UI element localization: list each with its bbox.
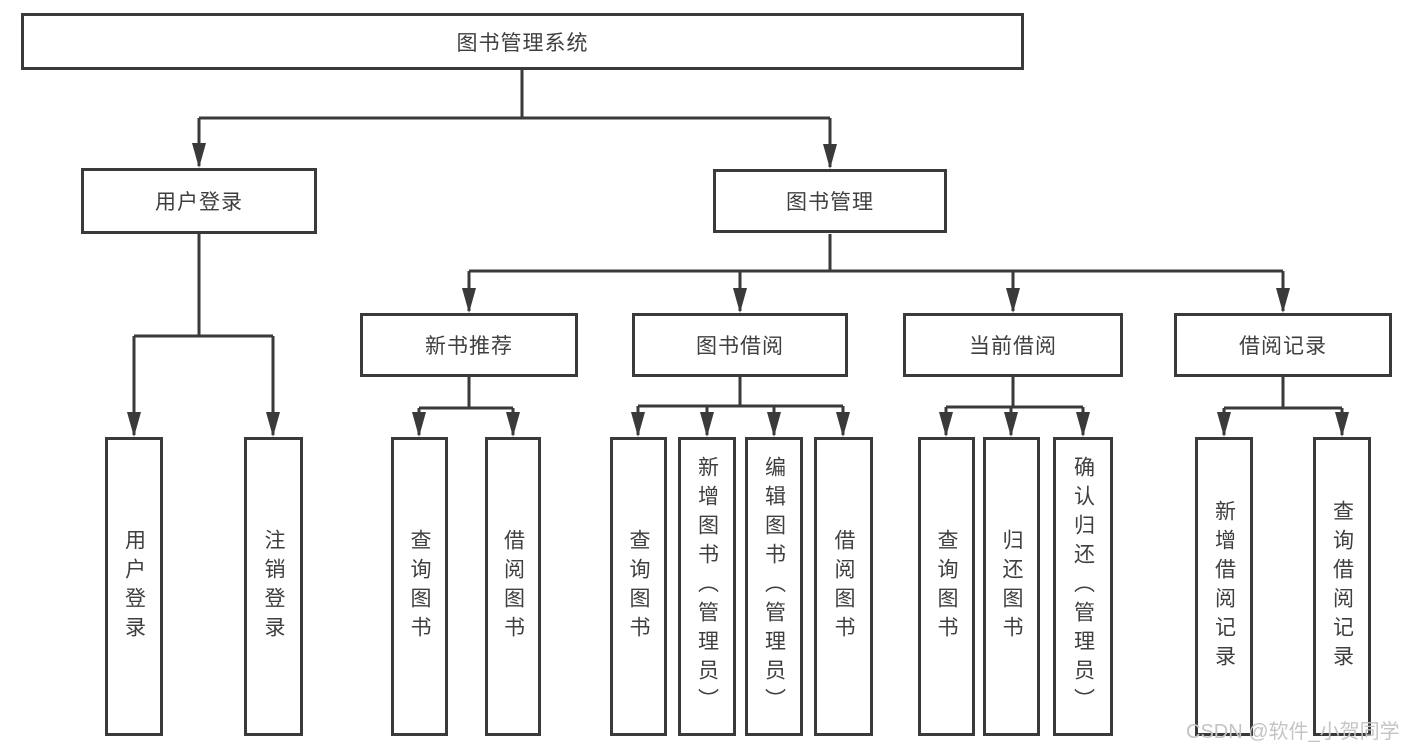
leaf-add-books-admin: 新增图书（管理员） [678, 437, 736, 736]
leaf-user-login: 用户登录 [105, 437, 163, 736]
watermark: CSDN @软件_小贺同学 [1186, 721, 1400, 743]
leaf-query-borrow-record: 查询借阅记录 [1313, 437, 1371, 736]
node-label: 用户登录 [155, 191, 243, 214]
node-new-book-recommend: 新书推荐 [360, 313, 578, 377]
node-label: 编辑图书（管理员） [762, 456, 786, 717]
connector-current-borrow-to-children [939, 377, 1090, 437]
node-label: 借阅记录 [1239, 335, 1327, 358]
node-label: 查询图书 [935, 528, 958, 645]
node-label: 查询借阅记录 [1330, 499, 1354, 674]
node-label: 新增图书（管理员） [695, 456, 719, 717]
arrow-down-icon [1006, 288, 1020, 313]
arrow-down-icon [1076, 412, 1090, 437]
connector-borrow-records-to-children [1217, 377, 1349, 437]
node-current-borrow: 当前借阅 [903, 313, 1123, 377]
node-label: 查询图书 [408, 528, 431, 645]
leaf-return-books: 归还图书 [983, 437, 1040, 736]
node-book-borrow: 图书借阅 [632, 313, 848, 377]
arrow-down-icon [1335, 412, 1349, 437]
arrow-down-icon [823, 144, 837, 169]
arrow-down-icon [939, 412, 953, 437]
leaf-edit-books-admin: 编辑图书（管理员） [745, 437, 803, 736]
connector-new-book-recommend-to-children [412, 377, 520, 437]
node-borrow-records: 借阅记录 [1174, 313, 1392, 377]
node-library-system: 图书管理系统 [21, 13, 1024, 70]
node-label: 图书借阅 [696, 335, 784, 358]
arrow-down-icon [412, 412, 426, 437]
arrow-down-icon [733, 288, 747, 313]
node-label: 归还图书 [1000, 528, 1023, 645]
leaf-add-borrow-record: 新增借阅记录 [1195, 437, 1253, 736]
node-user-login: 用户登录 [81, 168, 317, 234]
node-label: 确认归还（管理员） [1071, 456, 1095, 717]
arrow-down-icon [1276, 288, 1290, 313]
arrow-down-icon [836, 412, 850, 437]
node-label: 图书管理 [786, 191, 874, 214]
arrow-down-icon [462, 288, 476, 313]
node-label: 注销登录 [262, 528, 285, 645]
arrow-down-icon [192, 143, 206, 168]
connector-book-management-to-level3 [462, 234, 1290, 313]
node-label: 新书推荐 [425, 335, 513, 358]
node-label: 借阅图书 [832, 528, 855, 645]
arrow-down-icon [1004, 412, 1018, 437]
arrow-down-icon [767, 412, 781, 437]
leaf-borrow-books-recommend: 借阅图书 [485, 437, 541, 736]
leaf-confirm-return-admin: 确认归还（管理员） [1053, 437, 1113, 736]
node-label: 当前借阅 [969, 335, 1057, 358]
arrow-down-icon [700, 412, 714, 437]
arrow-down-icon [631, 412, 645, 437]
arrow-down-icon [1217, 412, 1231, 437]
connector-user-login-to-children [127, 234, 280, 437]
leaf-query-books-current: 查询图书 [918, 437, 975, 736]
leaf-query-books-recommend: 查询图书 [391, 437, 448, 736]
node-label: 查询图书 [627, 528, 650, 645]
arrow-down-icon [127, 412, 141, 437]
node-label: 用户登录 [122, 528, 146, 645]
node-label: 新增借阅记录 [1212, 499, 1236, 674]
leaf-borrow-books: 借阅图书 [814, 437, 873, 736]
leaf-logout: 注销登录 [244, 437, 303, 736]
node-book-management: 图书管理 [713, 169, 947, 233]
node-label: 图书管理系统 [456, 31, 589, 55]
arrow-down-icon [266, 412, 280, 437]
connector-book-borrow-to-children [631, 377, 850, 437]
node-label: 借阅图书 [501, 528, 525, 645]
leaf-query-books-borrow: 查询图书 [610, 437, 667, 736]
arrow-down-icon [506, 412, 520, 437]
connector-root-to-level2 [192, 70, 837, 169]
